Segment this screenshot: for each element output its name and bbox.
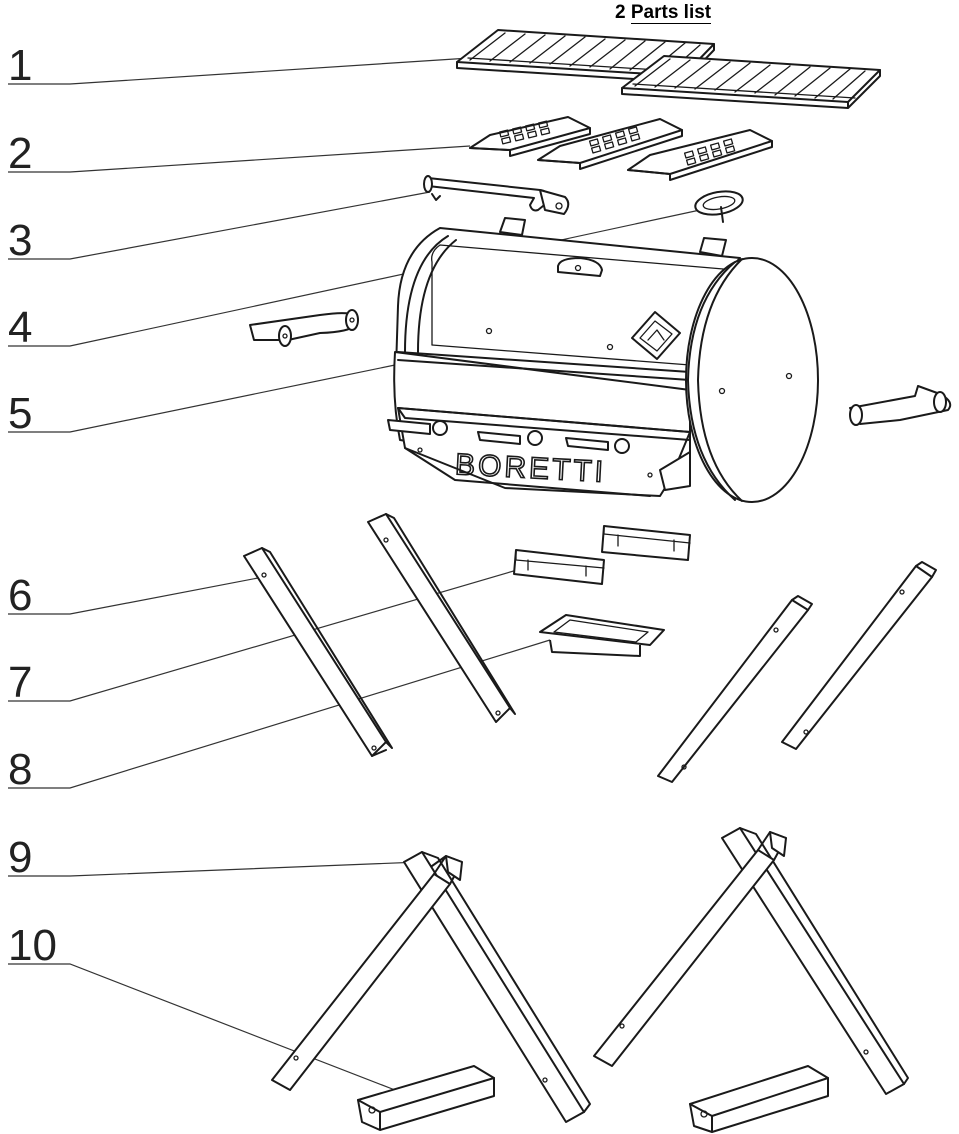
- part-9-leg-assembly-right: [593, 827, 909, 1095]
- part-number-2: 2: [8, 129, 32, 178]
- part-label-9: 9: [8, 833, 421, 882]
- section-number: 2: [615, 2, 626, 23]
- plate-1: [469, 116, 591, 157]
- leg-upper-4: [781, 561, 937, 750]
- part-number-5: 5: [8, 389, 32, 438]
- part-number-4: 4: [8, 303, 32, 352]
- part-2-charcoal-plates: [469, 116, 773, 181]
- leg-upper-1: [243, 547, 393, 757]
- part-number-8: 8: [8, 745, 32, 794]
- part-6-legs: [243, 513, 937, 783]
- part-9-leg-assembly-left: [271, 851, 591, 1123]
- part-label-6: 6: [8, 571, 259, 620]
- part-10-crossbar-right: [689, 1065, 829, 1133]
- side-handle-right: [849, 385, 952, 426]
- part-number-1: 1: [8, 41, 32, 90]
- part-1-cooking-grates: [456, 29, 881, 109]
- part-3-lid-handle: [423, 175, 570, 215]
- side-handle-left: [249, 309, 359, 347]
- part-number-9: 9: [8, 833, 32, 882]
- part-number-3: 3: [8, 216, 32, 265]
- part-label-2: 2: [8, 129, 471, 178]
- part-5-barrel-body: BORETTI: [387, 217, 819, 503]
- section-title: Parts list: [630, 2, 712, 24]
- part-7-brackets: [513, 525, 691, 585]
- brand-logo: BORETTI: [454, 448, 607, 489]
- part-number-7: 7: [8, 658, 32, 707]
- part-label-8: 8: [8, 639, 551, 794]
- part-label-10: 10: [8, 921, 396, 1091]
- part-number-6: 6: [8, 571, 32, 620]
- part-8-ash-tray: [539, 614, 665, 657]
- leg-upper-2: [367, 513, 516, 723]
- leg-upper-3: [657, 595, 813, 783]
- parts-list-heading: 2 Parts list: [615, 2, 712, 24]
- part-label-1: 1: [8, 41, 471, 90]
- part-label-3: 3: [8, 191, 431, 265]
- part-4-thermometer: [694, 190, 744, 223]
- plate-3: [627, 129, 773, 181]
- part-number-10: 10: [8, 921, 57, 970]
- grate-right: [621, 55, 881, 109]
- part-10-crossbar-left: [357, 1065, 495, 1131]
- part-label-7: 7: [8, 569, 518, 707]
- plate-2: [537, 118, 683, 170]
- part-label-5: 5: [8, 364, 396, 438]
